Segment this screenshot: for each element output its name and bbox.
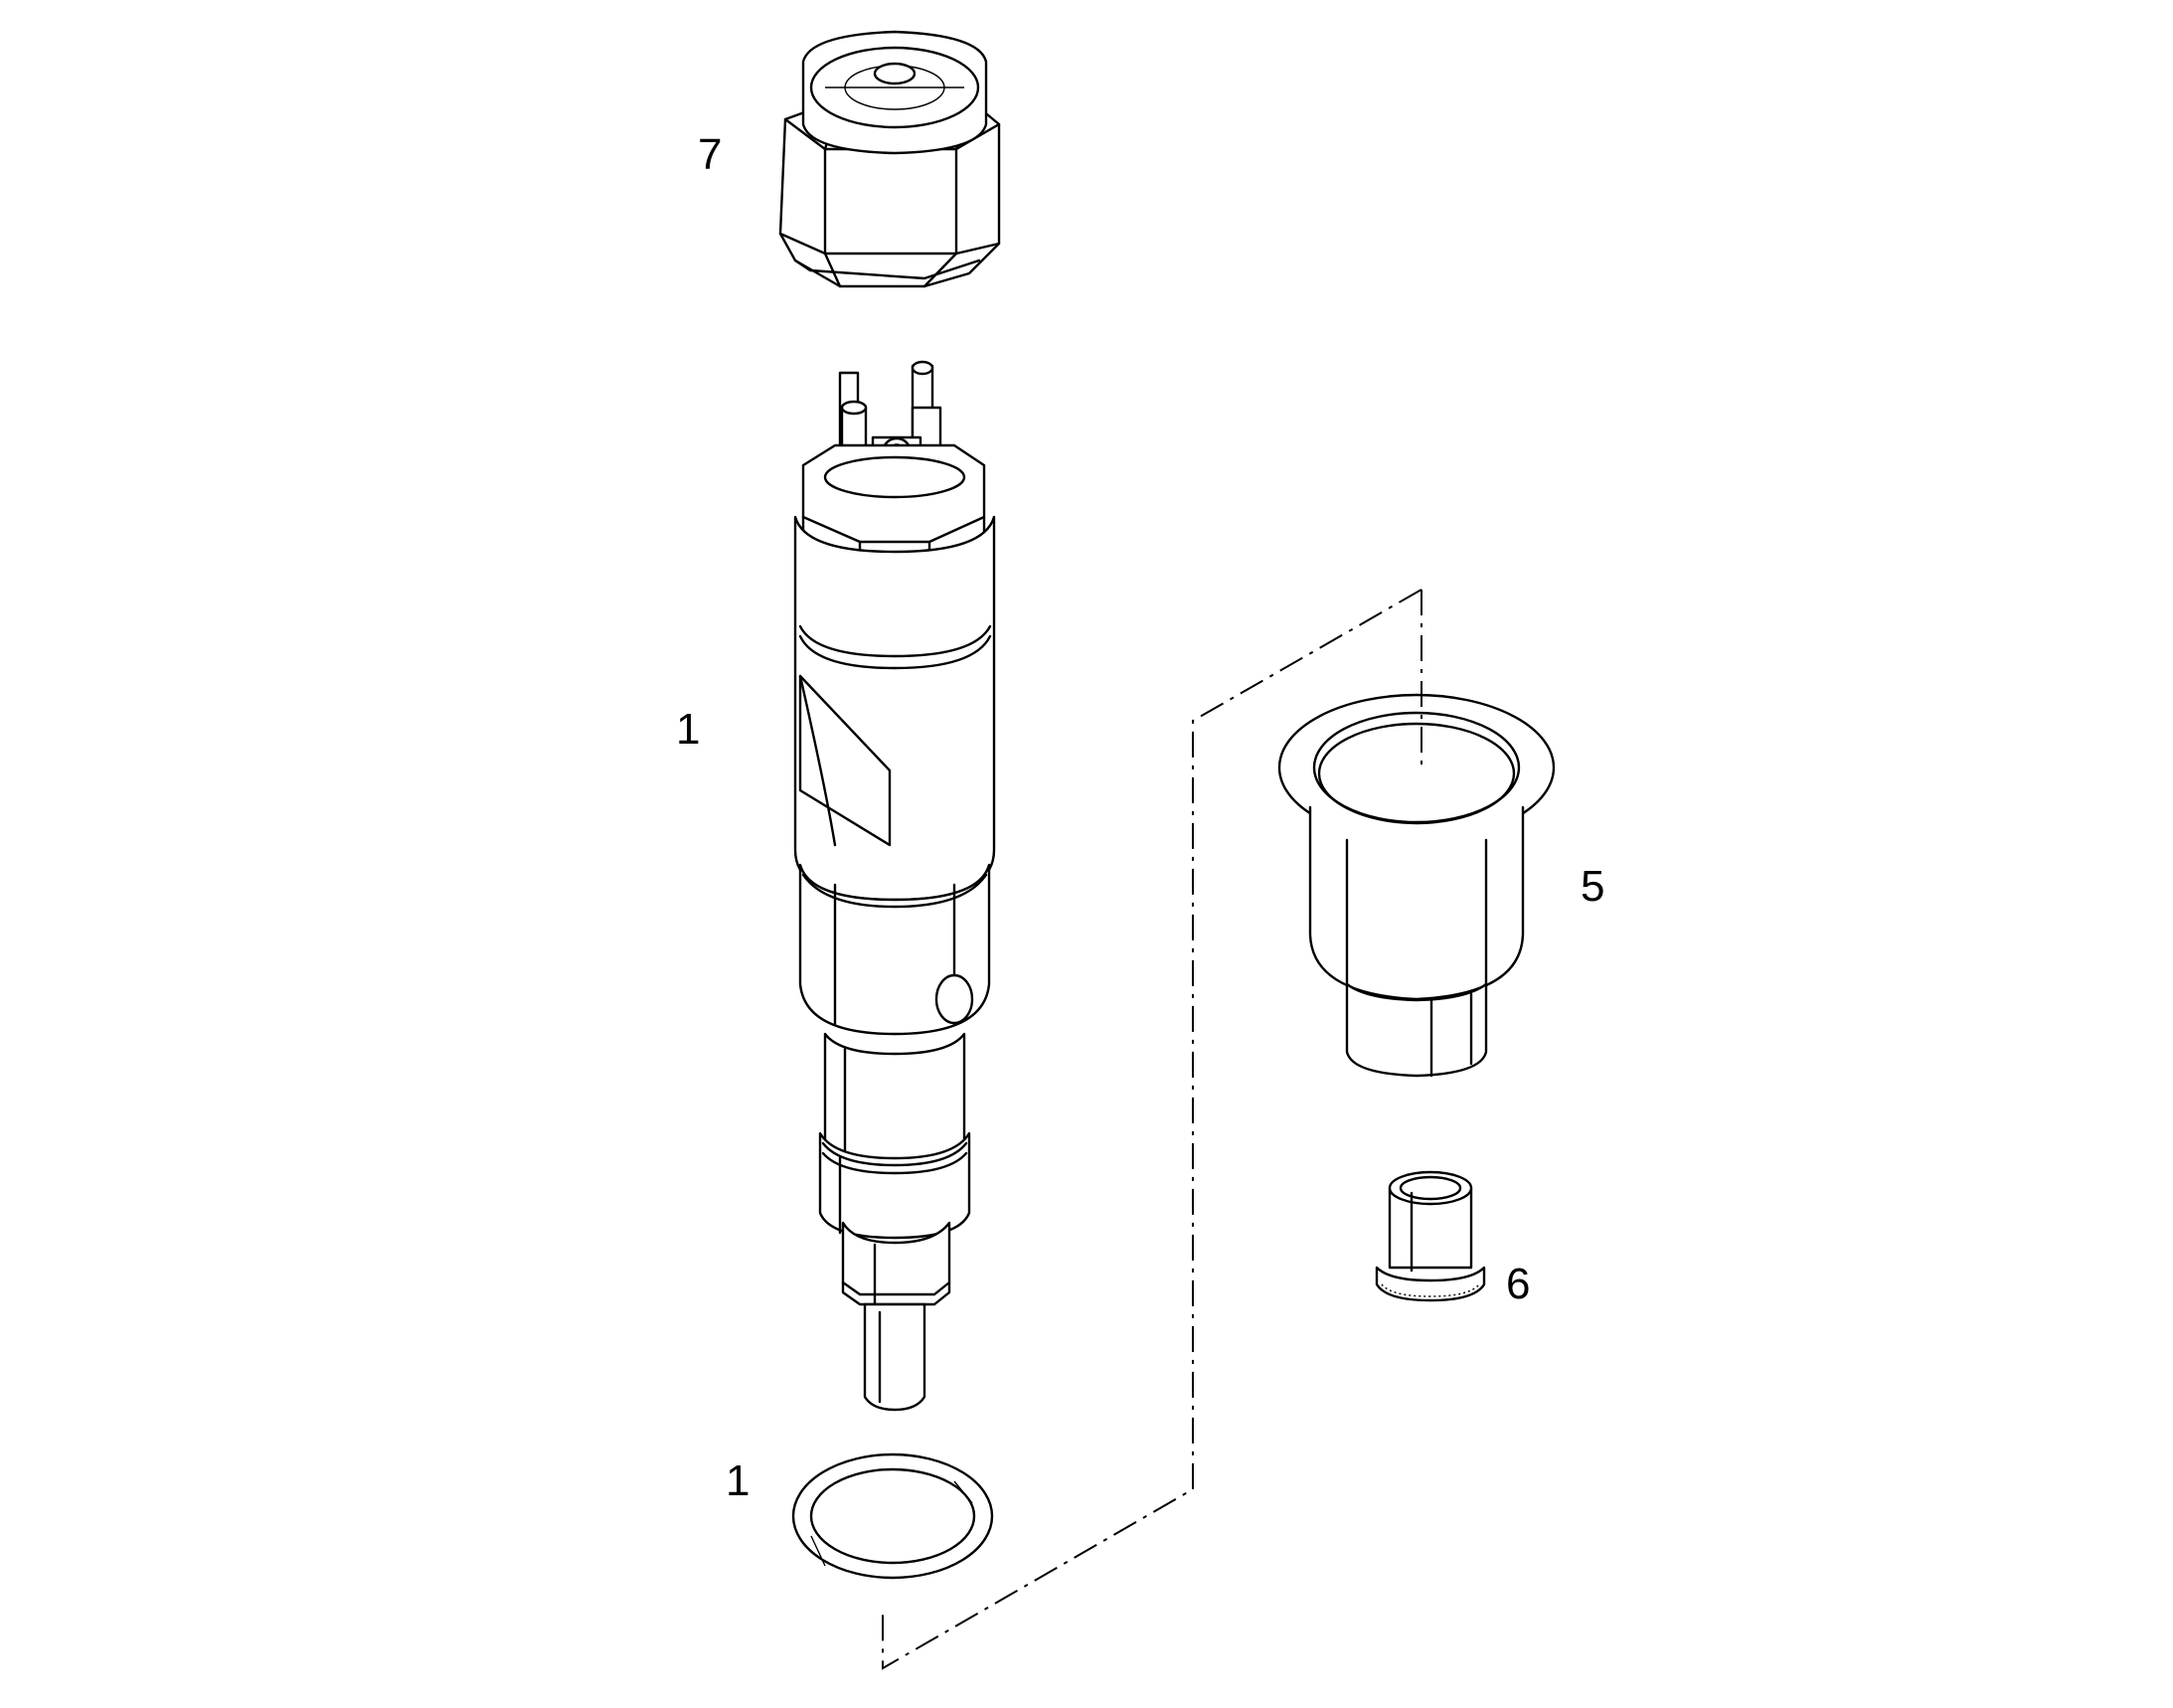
assembly-center-line: [882, 589, 1422, 1670]
bushing-part: [1375, 1170, 1486, 1302]
callout-seal-ring: 1: [726, 1456, 751, 1505]
callout-cap: 7: [698, 130, 723, 179]
callout-injector: 1: [676, 705, 701, 754]
sleeve-part: [1277, 693, 1556, 1078]
sealing-ring-part: [791, 1452, 994, 1580]
injector-part: [793, 360, 996, 1412]
callout-sleeve: 5: [1581, 862, 1605, 911]
protective-cap-part: [778, 30, 1001, 288]
callout-bushing: 6: [1506, 1260, 1531, 1308]
